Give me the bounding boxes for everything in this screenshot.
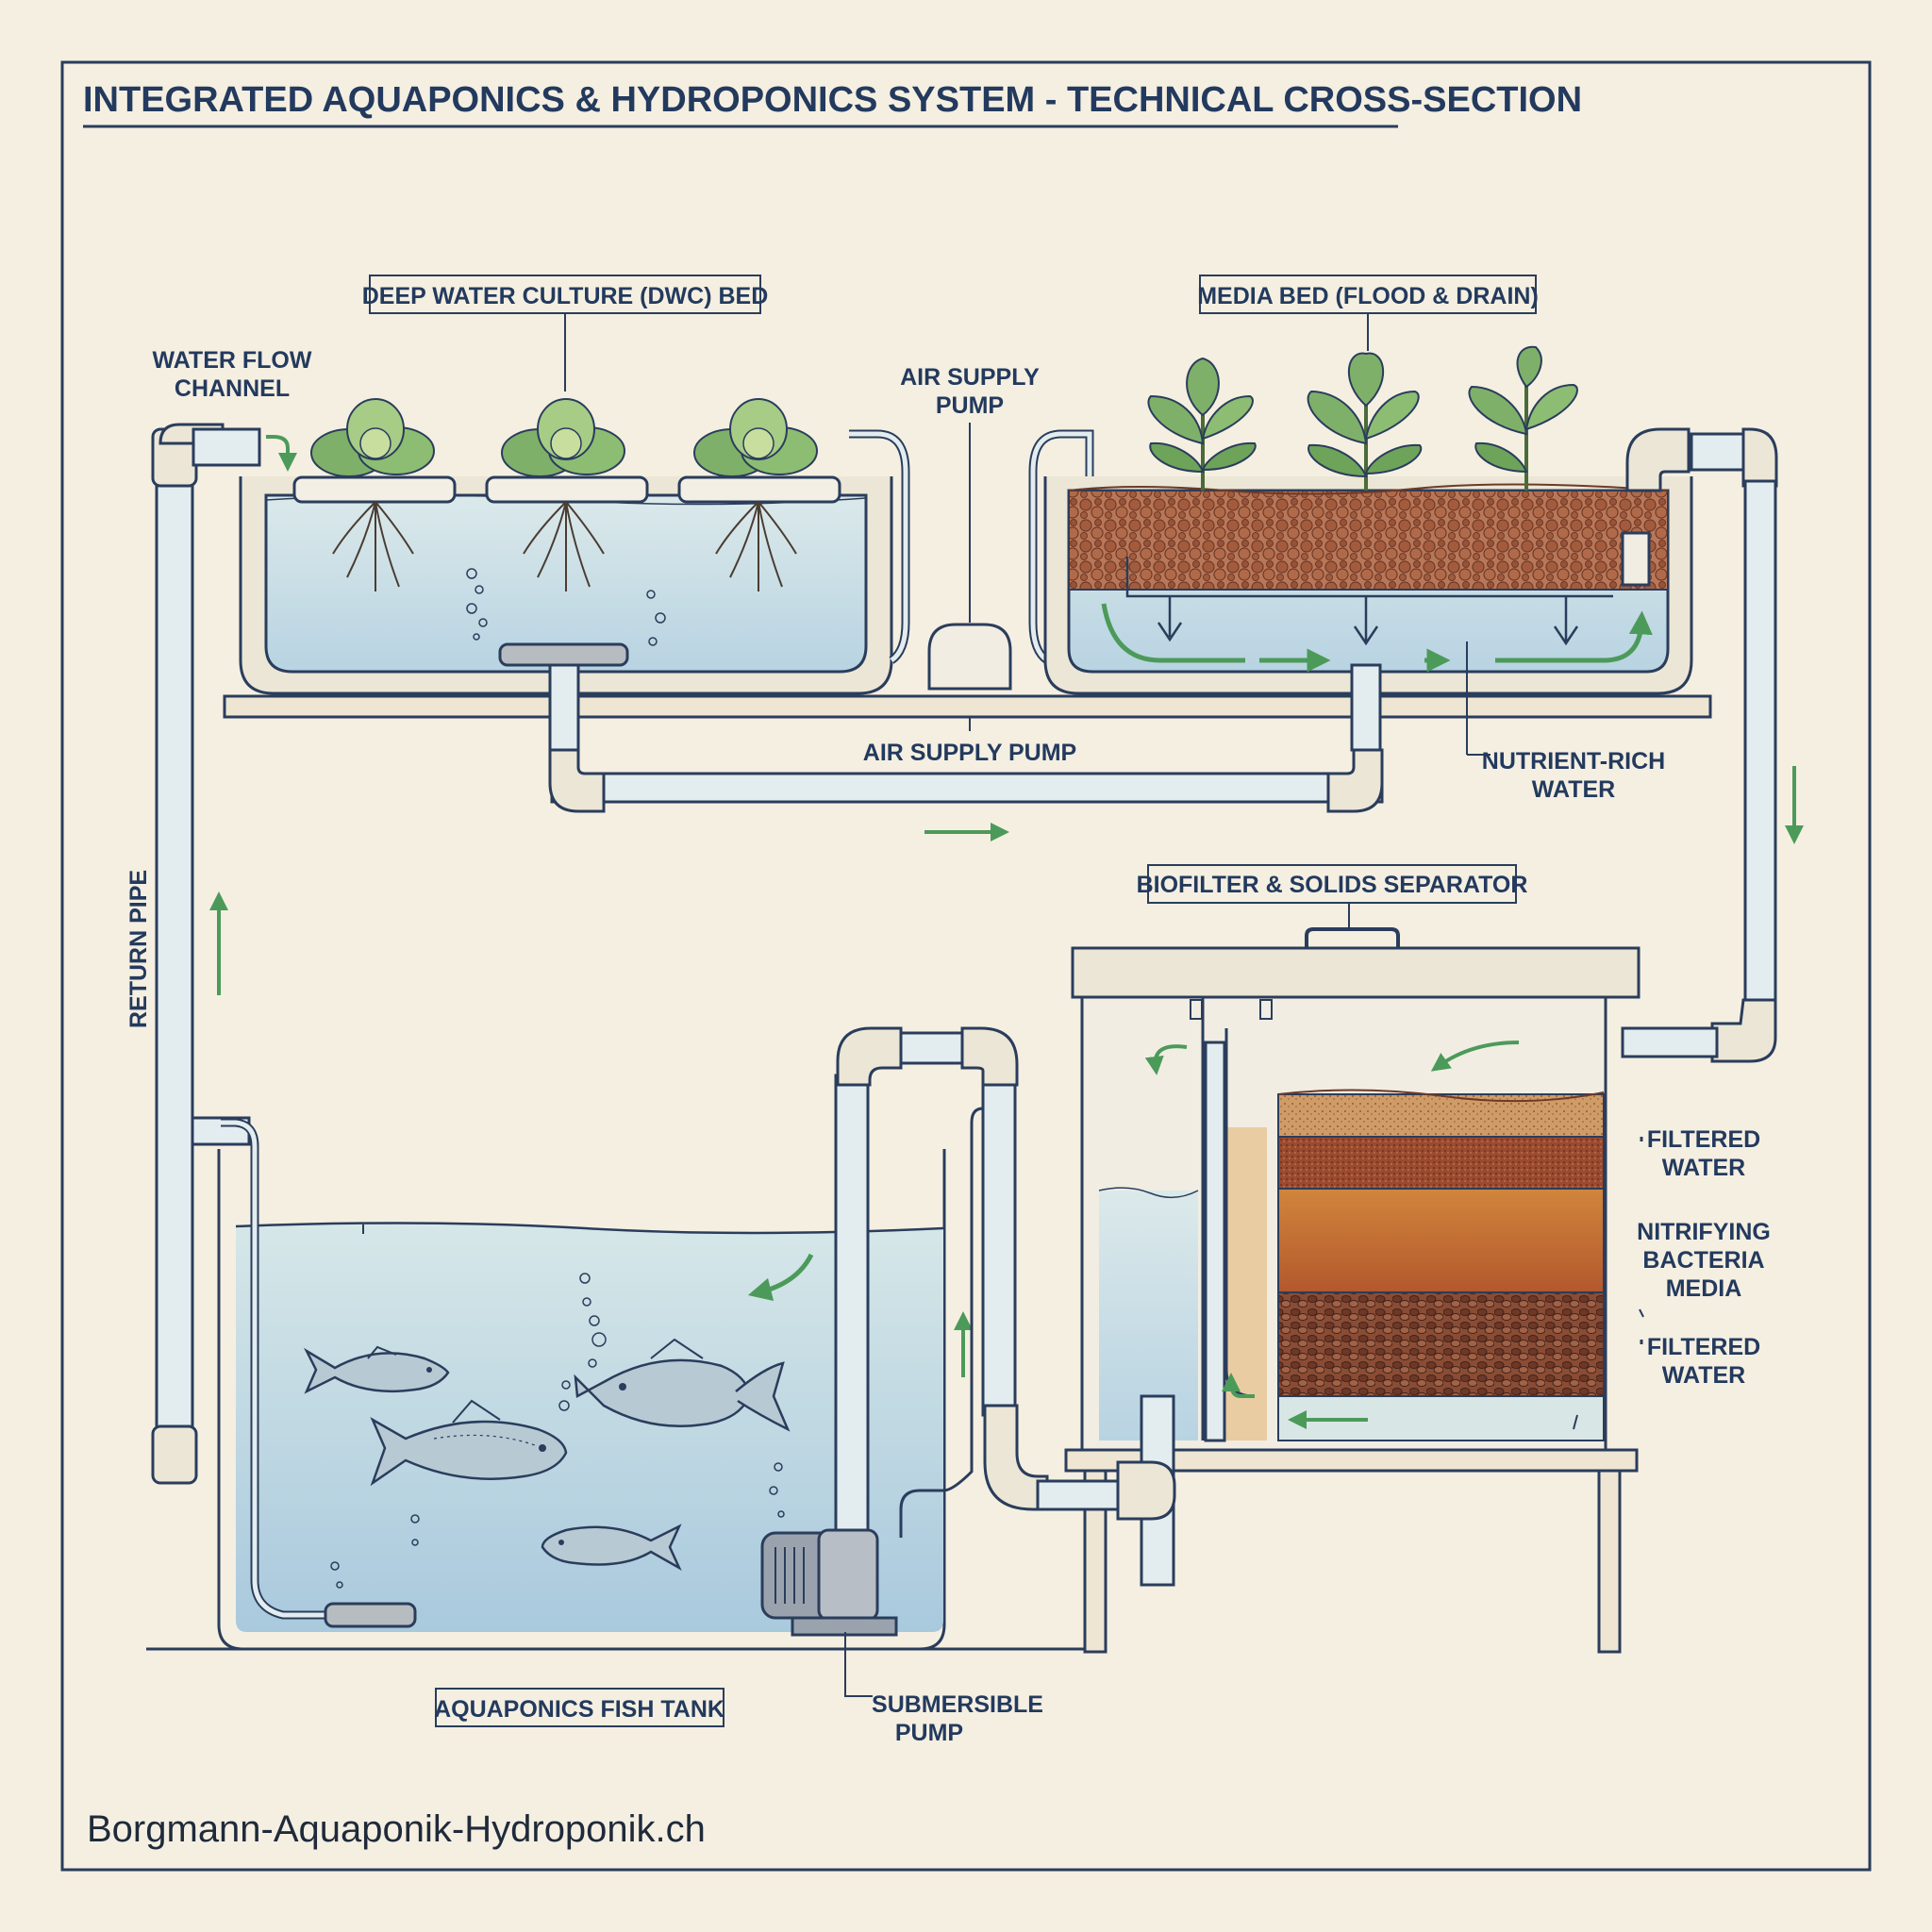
inflow-arrow bbox=[266, 435, 297, 472]
clay-pebble-media bbox=[1068, 490, 1669, 591]
nitrifying-label-3: MEDIA bbox=[1666, 1275, 1742, 1302]
biofilter-down-arrow bbox=[1430, 1041, 1520, 1072]
nutrient-rich-label-2: WATER bbox=[1532, 776, 1615, 803]
fish-3 bbox=[574, 1338, 791, 1432]
right-down-pipe bbox=[1621, 427, 1804, 1063]
dwc-bed-label-box bbox=[369, 275, 761, 314]
gravel-layer bbox=[1277, 1291, 1605, 1397]
fish-4 bbox=[541, 1524, 682, 1571]
fish-tank-water bbox=[236, 1223, 943, 1632]
bell-siphon bbox=[1621, 531, 1651, 587]
fish-1 bbox=[303, 1345, 450, 1394]
water-flow-label-1: WATER FLOW bbox=[153, 347, 312, 374]
biofilter-stand bbox=[1064, 1448, 1639, 1473]
fine-media-layer bbox=[1277, 1136, 1605, 1190]
nitrifying-media-layer bbox=[1277, 1188, 1605, 1293]
water-flow-label-2: CHANNEL bbox=[175, 375, 290, 402]
air-pump-top-label-1: AIR SUPPLY bbox=[900, 364, 1040, 391]
media-bed-label: MEDIA BED (FLOOD & DRAIN) bbox=[1197, 283, 1539, 309]
raft-2 bbox=[485, 475, 649, 504]
nitrifying-label-1: NITRIFYING bbox=[1637, 1219, 1771, 1245]
fish-2 bbox=[370, 1399, 568, 1487]
media-bed: MEDIA BED (FLOOD & DRAIN) bbox=[1043, 275, 1693, 756]
filtered-water-bottom-label-2: WATER bbox=[1662, 1362, 1745, 1389]
media-flow-arrow-3 bbox=[1495, 610, 1653, 663]
air-stone-dwc bbox=[498, 642, 629, 667]
tank-flow-arrow bbox=[747, 1253, 814, 1302]
lettuce-plant-1 bbox=[310, 398, 435, 591]
lettuce-plant-2 bbox=[501, 398, 625, 591]
fish-tank bbox=[146, 1026, 1176, 1697]
filtered-water-top-label-2: WATER bbox=[1662, 1155, 1745, 1181]
lettuce-plant-3 bbox=[693, 398, 818, 591]
raft-3 bbox=[677, 475, 841, 504]
air-bubbles-dwc bbox=[466, 568, 666, 646]
tank-bubbles bbox=[330, 1273, 785, 1589]
basil-plant-2 bbox=[1307, 352, 1423, 491]
media-drain-arrows bbox=[1125, 557, 1613, 646]
biofilter-lid bbox=[1071, 946, 1641, 999]
dwc-bed-label: DEEP WATER CULTURE (DWC) BED bbox=[362, 283, 769, 309]
footer-website: Borgmann-Aquaponik-Hydroponik.ch bbox=[87, 1808, 706, 1850]
filtered-water-top-label-1: FILTERED bbox=[1647, 1126, 1760, 1153]
fish-tank-label-box bbox=[435, 1688, 724, 1727]
fish-tank-label: AQUAPONICS FISH TANK bbox=[434, 1696, 724, 1723]
biofilter-label: BIOFILTER & SOLIDS SEPARATOR bbox=[1137, 872, 1528, 898]
filtered-water-bottom-label-1: FILTERED bbox=[1647, 1334, 1760, 1360]
air-pump-body bbox=[927, 623, 1012, 691]
nitrifying-label-2: BACTERIA bbox=[1642, 1247, 1764, 1274]
air-pump: AIR SUPPLY PUMP AIR SUPPLY PUMP bbox=[849, 364, 1094, 766]
basil-plant-1 bbox=[1147, 357, 1257, 491]
collection-pipe bbox=[548, 748, 1384, 841]
biofilter-label-box bbox=[1147, 864, 1517, 904]
biofilter-inflow-arrow bbox=[1144, 1044, 1188, 1075]
submersible-pump-label-1: SUBMERSIBLE bbox=[872, 1691, 1043, 1718]
biofilter: BIOFILTER & SOLIDS SEPARATOR bbox=[1064, 864, 1644, 1654]
basil-plant-3 bbox=[1468, 345, 1578, 491]
air-stone-tank bbox=[324, 1602, 417, 1628]
raft-1 bbox=[292, 475, 457, 504]
return-pipe: RETURN PIPE bbox=[125, 423, 261, 1485]
submersible-pump-label-2: PUMP bbox=[895, 1720, 963, 1746]
sand-layer bbox=[1277, 1093, 1605, 1138]
diagram-title: INTEGRATED AQUAPONICS & HYDROPONICS SYST… bbox=[83, 80, 1582, 120]
dwc-bed: DEEP WATER CULTURE (DWC) BED bbox=[223, 275, 1712, 752]
return-pipe-label: RETURN PIPE bbox=[125, 870, 152, 1028]
air-pump-top-label-2: PUMP bbox=[936, 392, 1004, 419]
page-frame bbox=[60, 60, 1872, 1872]
nutrient-rich-label-1: NUTRIENT-RICH bbox=[1482, 748, 1665, 774]
air-pump-bottom-label: AIR SUPPLY PUMP bbox=[863, 740, 1076, 766]
shelf-board bbox=[223, 694, 1712, 719]
